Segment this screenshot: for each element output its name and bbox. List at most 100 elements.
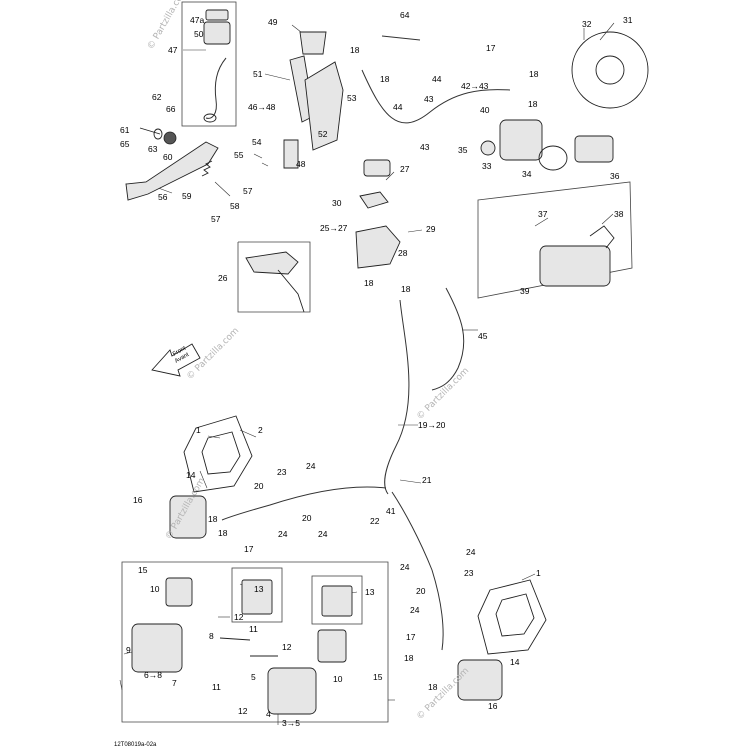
- callout-53: 53: [347, 93, 357, 103]
- callout-57b: 57: [211, 214, 221, 224]
- callout-39: 39: [520, 286, 530, 296]
- pad-10b: [317, 629, 347, 663]
- callout-18b: 18: [380, 74, 390, 84]
- callout-23b: 23: [464, 568, 474, 578]
- splitter-block-25: [355, 225, 401, 269]
- cap-35: [480, 140, 496, 156]
- hydraulic-splitter-group: [245, 159, 401, 313]
- footer-code: 12T08019a-02a: [114, 742, 157, 748]
- callout-20a: 20: [254, 481, 264, 491]
- callout-52: 52: [318, 129, 328, 139]
- callout-64: 64: [400, 10, 410, 20]
- brake-hose-45: [431, 287, 465, 391]
- callout-60: 60: [163, 152, 173, 162]
- brake-disc-31: [571, 31, 649, 109]
- callout-11b: 11: [212, 682, 221, 692]
- callout-16a: 16: [133, 495, 143, 505]
- callout-54: 54: [252, 137, 262, 147]
- pad-spring-38: [589, 225, 615, 249]
- callout-38: 38: [614, 209, 624, 219]
- callout-14b: 14: [510, 657, 520, 667]
- callout-44b: 44: [393, 102, 403, 112]
- callout-labels: 64 49 47a 50 47 51 46→48 53 52 62 66 61 …: [120, 10, 633, 728]
- rear-brake-pedal-56: [125, 141, 219, 201]
- callout-17c: 17: [406, 632, 416, 642]
- callout-55: 55: [234, 150, 244, 160]
- callout-56: 56: [158, 192, 168, 202]
- callout-12b: 12: [282, 642, 292, 652]
- pushrod-48: [283, 139, 299, 169]
- brake-line-main: [384, 299, 410, 495]
- callout-26: 26: [218, 273, 228, 283]
- bushing-60: [163, 131, 177, 145]
- callout-51: 51: [253, 69, 263, 79]
- callout-2: 2: [258, 425, 263, 435]
- front-right-caliper: [457, 659, 503, 701]
- callout-6: 6→8: [144, 670, 162, 680]
- callout-18g: 18: [208, 514, 218, 524]
- pad-kit-13a: [241, 579, 273, 615]
- hand-lever-26: [245, 251, 299, 275]
- detail-box-master-cylinder-reservoir: [181, 1, 237, 127]
- bolt-61: [139, 127, 161, 135]
- callout-20c: 20: [416, 586, 426, 596]
- front-brake-right-group: [457, 579, 547, 701]
- callout-41: 41: [386, 506, 396, 516]
- brake-line-right: [391, 491, 444, 651]
- brake-hose-rear: [361, 69, 511, 124]
- disc-plate-left-1: [183, 415, 253, 493]
- callout-66: 66: [166, 104, 176, 114]
- callout-48: 48: [296, 159, 306, 169]
- seal-ring-34: [538, 145, 568, 171]
- watermark-3: © Partzilla.com: [185, 326, 241, 382]
- callout-9: 9: [126, 645, 131, 655]
- caliper-pads-39: [539, 245, 611, 287]
- callout-24c: 24: [318, 529, 328, 539]
- callout-10b: 10: [333, 674, 343, 684]
- callout-21: 21: [422, 475, 432, 485]
- detail-box-pads-left: [231, 567, 283, 623]
- callout-20b: 20: [302, 513, 312, 523]
- callout-24e: 24: [466, 547, 476, 557]
- washer-63: [153, 128, 163, 140]
- callout-5: 5: [251, 672, 256, 682]
- callout-37: 37: [538, 209, 548, 219]
- cable-64: [381, 35, 421, 41]
- callout-62: 62: [152, 92, 162, 102]
- callout-24d: 24: [400, 562, 410, 572]
- callout-15b: 15: [373, 672, 383, 682]
- callout-19: 19→20: [418, 420, 446, 430]
- disc-plate-right-1: [477, 579, 547, 655]
- callout-57a: 57: [243, 186, 253, 196]
- brake-line-left: [221, 486, 387, 521]
- caliper-detail-9: [131, 623, 183, 673]
- callout-18j: 18: [428, 682, 438, 692]
- callout-18f: 18: [401, 284, 411, 294]
- caliper-detail-4: [267, 667, 317, 715]
- callout-43a: 43: [424, 94, 434, 104]
- reservoir-clamp: [203, 113, 217, 123]
- callout-59: 59: [182, 191, 192, 201]
- callout-47a: 47a: [190, 15, 204, 25]
- callout-7: 7: [172, 678, 177, 688]
- callout-14a: 14: [186, 470, 196, 480]
- switch-27: [363, 159, 391, 177]
- callout-15a: 15: [138, 565, 148, 575]
- callout-45: 45: [478, 331, 488, 341]
- reservoir-cap-47a: [205, 9, 229, 21]
- callout-35: 35: [458, 145, 468, 155]
- callout-24f: 24: [410, 605, 420, 615]
- front-brake-left-group: [131, 415, 353, 715]
- callout-12a: 12: [234, 612, 244, 622]
- callout-42: 42→43: [461, 81, 489, 91]
- callout-10a: 10: [150, 584, 160, 594]
- callout-1a: 1: [196, 425, 201, 435]
- callout-18e: 18: [364, 278, 374, 288]
- reservoir-49: [299, 31, 327, 55]
- callout-13a: 13: [254, 584, 264, 594]
- callout-28: 28: [398, 248, 408, 258]
- callout-18c: 18: [529, 69, 539, 79]
- callout-18d: 18: [528, 99, 538, 109]
- callout-43b: 43: [420, 142, 430, 152]
